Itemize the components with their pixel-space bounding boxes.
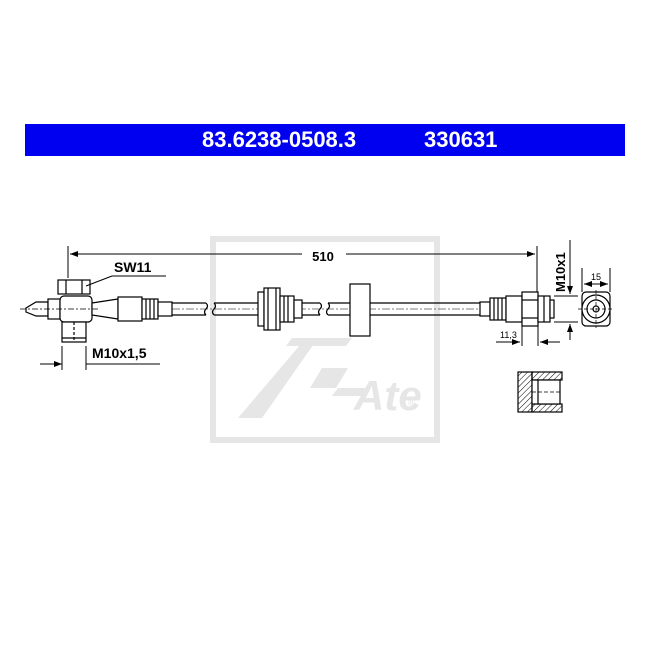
- part-number: 83.6238-0508.3: [202, 127, 357, 152]
- end-view: [578, 290, 614, 328]
- section-detail: [517, 371, 563, 413]
- length-label: 510: [312, 249, 334, 264]
- crimp-sleeve-left: [117, 296, 173, 322]
- thread-right-dimension: M10x1: [553, 240, 578, 340]
- reference-number: 330631: [424, 127, 498, 152]
- fitting-diameter-label: 15: [591, 272, 601, 282]
- ate-watermark: Ate ®: [210, 236, 440, 443]
- title-banner: 83.6238-0508.3 330631: [25, 124, 625, 156]
- length-dimension: 510: [67, 246, 538, 296]
- ate-logo-icon: [238, 338, 368, 418]
- watermark-text: Ate: [353, 372, 422, 419]
- fitting-diameter-dimension: 15: [581, 268, 611, 292]
- wrench-size-callout: SW11: [85, 259, 166, 287]
- thread-left-dimension: M10x1,5: [40, 345, 160, 370]
- thread-right-label: M10x1: [553, 252, 568, 292]
- thread-left-label: M10x1,5: [92, 345, 147, 361]
- tube-nut-fitting: [521, 291, 555, 327]
- hose-grommet: [349, 283, 371, 337]
- wrench-size-label: SW11: [114, 259, 152, 275]
- crimp-sleeve-right: [479, 295, 523, 323]
- middle-bracket-fitting: [257, 287, 303, 331]
- fitting-length-dimension: 11,3: [496, 326, 560, 346]
- banjo-fitting: [20, 279, 119, 343]
- registered-mark: ®: [408, 398, 416, 409]
- fitting-length-label: 11,3: [500, 330, 517, 340]
